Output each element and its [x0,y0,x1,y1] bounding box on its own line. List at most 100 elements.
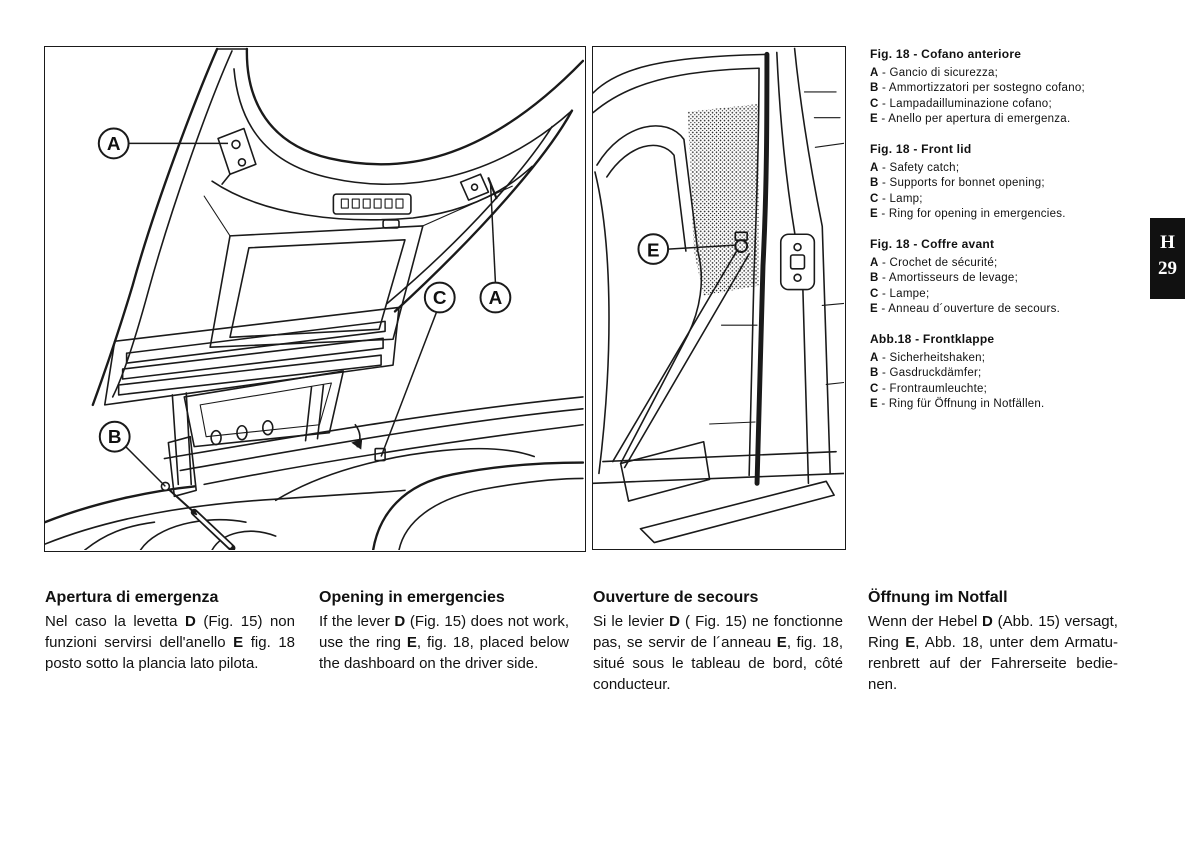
b-pillar-outer [793,47,831,475]
legend-item-text: - Lampe; [882,287,930,300]
legend-item-text: - Safety catch; [882,162,960,175]
body-line: funzioni servirsi dell'anello E fig. 18 [45,632,295,653]
body-line: Si le levier D ( Fig. 15) ne fonctionne [593,611,843,632]
hinge-bracket [167,435,198,498]
legend-item-key: B [870,367,879,380]
legend-item-key: E [870,303,878,316]
body-text: , Abb. 18, unter dem Armatu- [915,634,1118,651]
seat-belt [611,249,750,469]
legend-item-key: B [870,272,879,285]
legend-title: Abb.18 - Frontklappe [870,332,995,347]
legend-item: B - Gasdruckdämfer; [870,366,1130,381]
hinge-arm-right [304,384,325,442]
callout-c: C [380,281,456,457]
callout-e: E [637,233,736,265]
body-text: pas, se servir de l´anneau [593,634,777,651]
legend-item-text: - Ammortizzatori per sostegno cofano; [882,82,1085,95]
vent-hole [236,424,248,441]
arrow-icon [351,423,363,450]
section-heading: Apertura di emergenza [45,589,219,606]
body-text: situé sous le tableau de bord, côté [593,655,843,672]
legend-item-text: - Supports for bonnet opening; [882,177,1045,190]
legend-item: E - Anneau d´ouverture de secours. [870,302,1130,317]
body-text: use the ring [319,634,407,651]
body-line: conducteur. [593,674,843,695]
legend-item: C - Frontraumleuchte; [870,382,1130,397]
body-line: Ring E, Abb. 18, unter dem Armatu- [868,632,1118,653]
body-text: renbrett auf der Fahrerseite bedie- [868,655,1118,672]
body-text: funzioni servirsi dell'anello [45,634,234,651]
section-heading: Opening in emergencies [319,589,505,606]
legend-item-key: C [870,192,879,205]
figure-emergency-ring: E [592,46,846,550]
floor-line [709,324,758,425]
door-seal-inner [748,67,760,477]
body-line: pas, se servir de l´anneau E, fig. 18, [593,632,843,653]
vent-hole [210,429,222,446]
roof-edge [593,53,768,94]
hood-right-edge [393,109,574,313]
reference-letter: E [233,634,244,651]
emergency-ring [734,231,749,254]
hood [91,47,584,486]
reference-letter: E [776,634,787,651]
section-heading: Öffnung im Notfall [868,589,1008,606]
legend-item-key: A [870,162,879,175]
body-line: use the ring E, fig. 18, placed below [319,632,569,653]
seat-back-inner [606,144,687,252]
figure-front-lid: A A C B [44,46,586,552]
reference-letter: D [669,613,680,630]
body-text: If the lever [319,613,395,630]
legend-item-key: E [870,208,878,221]
body-text: fig. 18 [243,634,296,651]
hood-lower-frame [183,370,345,448]
stippled-trim [687,103,760,296]
hood-front-edge [245,47,584,166]
legend-item-text: - Ring für Öffnung in Notfällen. [881,398,1045,411]
body-line: posto sotto la plancia lato pilota. [45,653,295,674]
seat-left-edge [594,171,610,475]
legend-item-key: B [870,82,879,95]
body-text: nen. [868,676,898,693]
trunk-interior [274,447,535,502]
gas-strut [160,481,236,550]
front-contour-lower [45,489,406,545]
legend-item: A - Safety catch; [870,161,1130,176]
legend-item-key: C [870,382,879,395]
section-heading: Ouverture de secours [593,589,759,606]
callout-label: A [107,134,121,155]
hood-ribbed-band [103,306,400,406]
legend-item-text: - Amortisseurs de levage; [882,272,1019,285]
hood-brace-right [422,185,513,227]
hood-inner-rim [111,50,233,398]
legend-item: E - Ring für Öffnung in Notfällen. [870,397,1130,412]
legend-item-text: - Gancio di sicurezza; [882,67,999,79]
legend-item: A - Crochet de sécurité; [870,256,1130,271]
legend-item-text: - Lamp; [882,192,923,205]
door-seal [754,51,770,486]
legend-item: C - Lampadailluminazione cofano; [870,97,1130,112]
body-line: the dashboard on the driver side. [319,653,569,674]
body-line: situé sous le tableau de bord, côté [593,653,843,674]
legend-item: B - Amortisseurs de levage; [870,271,1130,286]
reference-letter: E [406,634,417,651]
reference-letter: D [185,613,196,630]
trunk-lip [203,423,584,486]
body-line: nen. [868,674,1118,695]
reference-letter: E [905,634,916,651]
legend-item: B - Supports for bonnet opening; [870,176,1130,191]
legend-item: E - Ring for opening in emergencies. [870,207,1130,222]
legend-item: C - Lampe; [870,287,1130,302]
body-text: conducteur. [593,676,671,693]
body-panel-line [803,91,844,386]
callout-label: C [433,288,447,309]
seat-back [596,125,699,252]
legend-item: A - Sicherheitshaken; [870,351,1130,366]
reference-letter: D [982,613,993,630]
callout-a-left: A [97,127,229,160]
legend-item-text: - Lampadailluminazione cofano; [882,97,1052,110]
